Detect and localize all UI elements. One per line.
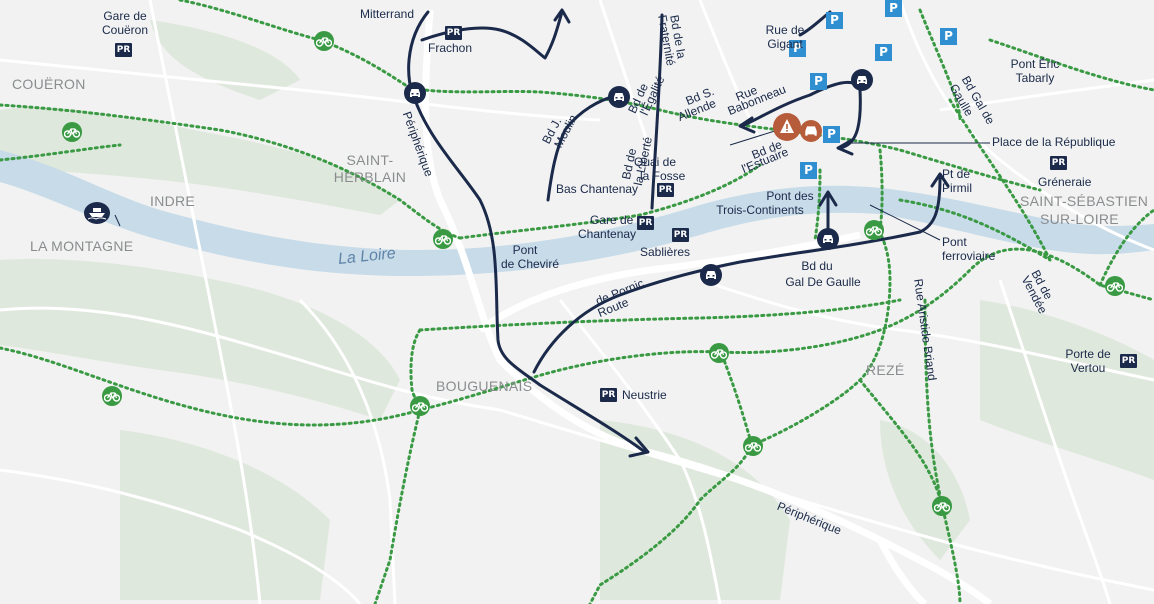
bike-icon[interactable]	[433, 229, 453, 249]
pr-greneraie: Gréneraie	[1038, 175, 1092, 189]
town-coueron: COUËRON	[12, 76, 86, 92]
park-and-ride-icon[interactable]: PR	[637, 216, 654, 230]
pr-bas-chantenay: Bas Chantenay	[556, 182, 639, 196]
street-pont-eric-2: Tabarly	[1015, 71, 1055, 85]
pr-gare-coueron-2: Couëron	[101, 23, 149, 37]
town-la-montagne: LA MONTAGNE	[30, 238, 134, 254]
bike-icon[interactable]	[1105, 276, 1125, 296]
street-pont-chevire-1: Pont	[512, 243, 538, 257]
ferry-icon[interactable]	[84, 202, 110, 224]
pr-gare-chantenay-1: Gare de	[590, 213, 634, 227]
street-quai-fosse-1: Quai de	[634, 155, 677, 169]
street-pont-ferroviaire-1: Pont	[942, 235, 967, 249]
parking-icon[interactable]: P	[940, 28, 957, 45]
pr-neustrie: Neustrie	[622, 388, 667, 402]
parking-icon[interactable]: P	[875, 44, 892, 61]
street-bd-du-gal-1: Bd du	[801, 259, 833, 273]
parking-icon[interactable]: P	[826, 12, 843, 29]
street-place-republique: Place de la République	[992, 135, 1116, 149]
parking-icon[interactable]: P	[885, 0, 902, 17]
park-and-ride-icon[interactable]: PR	[445, 26, 462, 40]
route-arrows	[553, 8, 950, 458]
street-rue-gigant-2: Gigant	[767, 37, 803, 51]
park-and-ride-icon[interactable]: PR	[600, 388, 617, 402]
town-saint-sebastien-2: SUR-LOIRE	[1040, 211, 1119, 227]
bike-icon[interactable]	[743, 436, 763, 456]
pr-porte-vertou-2: Vertou	[1070, 361, 1106, 375]
town-saint-sebastien-1: SAINT-SÉBASTIEN	[1020, 193, 1149, 209]
park-and-ride-icon[interactable]: PR	[657, 183, 674, 197]
street-pont-ferroviaire-2: ferroviaire	[942, 249, 996, 263]
pr-sablieres: Sablières	[640, 245, 691, 259]
warning-icon[interactable]	[773, 113, 801, 141]
street-pont-trois-1: Pont des	[766, 189, 814, 203]
street-rue-gigant-1: Rue de	[765, 23, 805, 37]
pr-porte-vertou-1: Porte de	[1065, 347, 1111, 361]
car-icon[interactable]	[851, 69, 873, 91]
river-loire	[0, 150, 1154, 277]
bike-icon[interactable]	[410, 396, 430, 416]
car-icon[interactable]	[404, 82, 426, 104]
bike-icon[interactable]	[932, 496, 952, 516]
street-pont-eric-1: Pont Éric	[1010, 57, 1060, 71]
bike-icon[interactable]	[62, 122, 82, 142]
bike-icon[interactable]	[102, 386, 122, 406]
street-quai-fosse-2: la Fosse	[640, 169, 686, 183]
town-indre: INDRE	[150, 193, 196, 209]
park-and-ride-icon[interactable]: PR	[115, 43, 132, 57]
bike-icon[interactable]	[864, 220, 884, 240]
callout-lines	[114, 129, 990, 241]
parking-icon[interactable]: P	[810, 73, 827, 90]
park-and-ride-icon[interactable]: PR	[1120, 354, 1137, 368]
town-saint-herblain-2: HERBLAIN	[333, 169, 407, 185]
street-pt-pirmil-1: Pt de	[942, 167, 971, 181]
pr-gare-coueron-1: Gare de	[103, 9, 147, 23]
street-pt-pirmil-2: Pirmil	[942, 181, 972, 195]
street-bd-du-gal-2: Gal De Gaulle	[785, 275, 861, 289]
car-icon[interactable]	[608, 86, 630, 108]
town-reze: REZÉ	[866, 362, 905, 378]
park-and-ride-icon[interactable]: PR	[672, 228, 689, 242]
street-pont-trois-2: Trois-Continents	[716, 203, 804, 217]
parking-icon[interactable]: P	[789, 40, 806, 57]
bike-icon[interactable]	[709, 343, 729, 363]
car-icon[interactable]	[817, 228, 839, 250]
car-icon[interactable]	[800, 120, 822, 142]
park-and-ride-icon[interactable]: PR	[1050, 156, 1067, 170]
bike-icon[interactable]	[314, 31, 334, 51]
town-saint-herblain-1: SAINT-	[346, 152, 394, 168]
pr-gare-chantenay-2: Chantenay	[578, 227, 637, 241]
car-icon[interactable]	[700, 264, 722, 286]
parking-icon[interactable]: P	[823, 126, 840, 143]
highways	[422, 9, 993, 604]
pr-frachon: Frachon	[428, 41, 473, 55]
town-bouguenais: BOUGUENAIS	[436, 378, 533, 394]
parking-icon[interactable]: P	[800, 162, 817, 179]
street-pont-chevire-2: de Cheviré	[500, 257, 560, 271]
street-mitterrand: Mitterrand	[360, 7, 415, 21]
green-areas	[0, 20, 1154, 600]
